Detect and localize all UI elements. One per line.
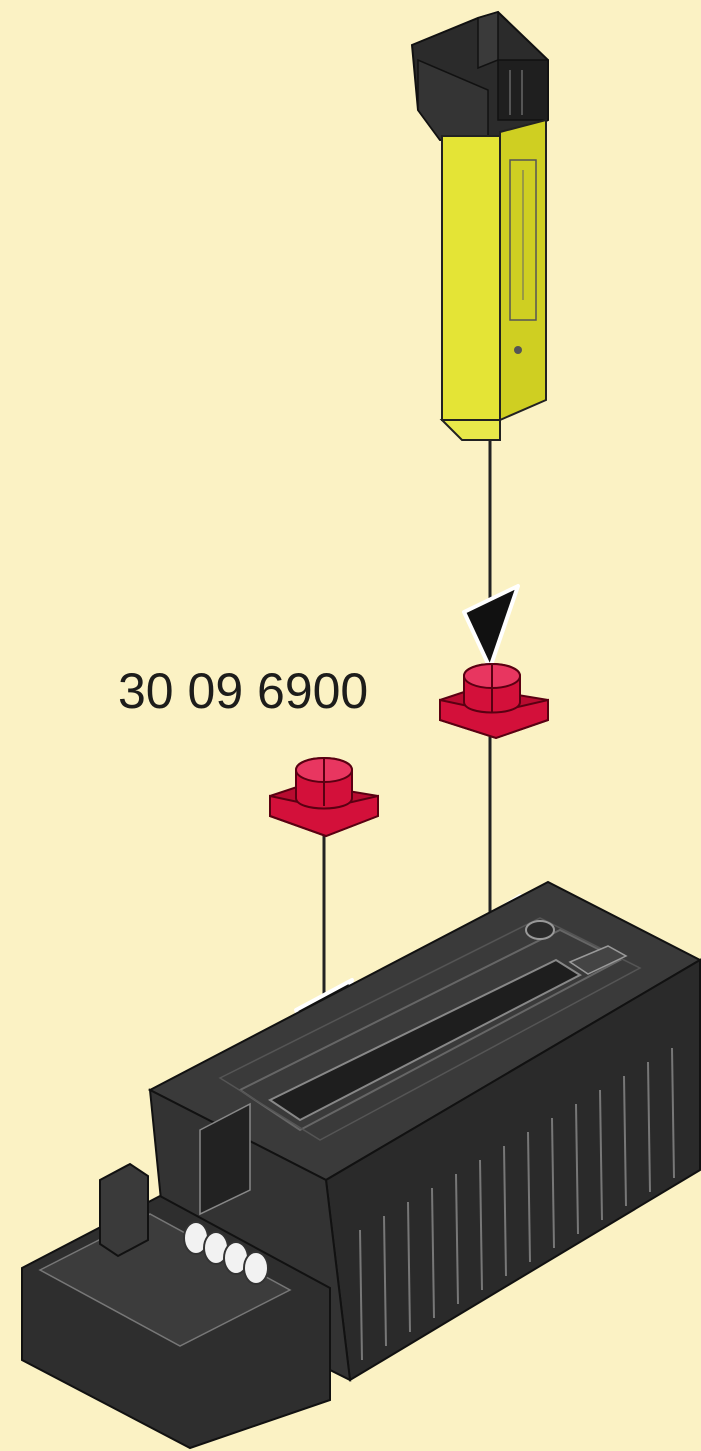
arrow-down-icon — [464, 586, 518, 668]
plug-icon — [440, 664, 548, 738]
tool-icon — [412, 12, 548, 440]
plug-icon — [270, 758, 378, 836]
part-number-label: 30 09 6900 — [118, 662, 368, 720]
connector-housing-icon — [22, 882, 700, 1448]
